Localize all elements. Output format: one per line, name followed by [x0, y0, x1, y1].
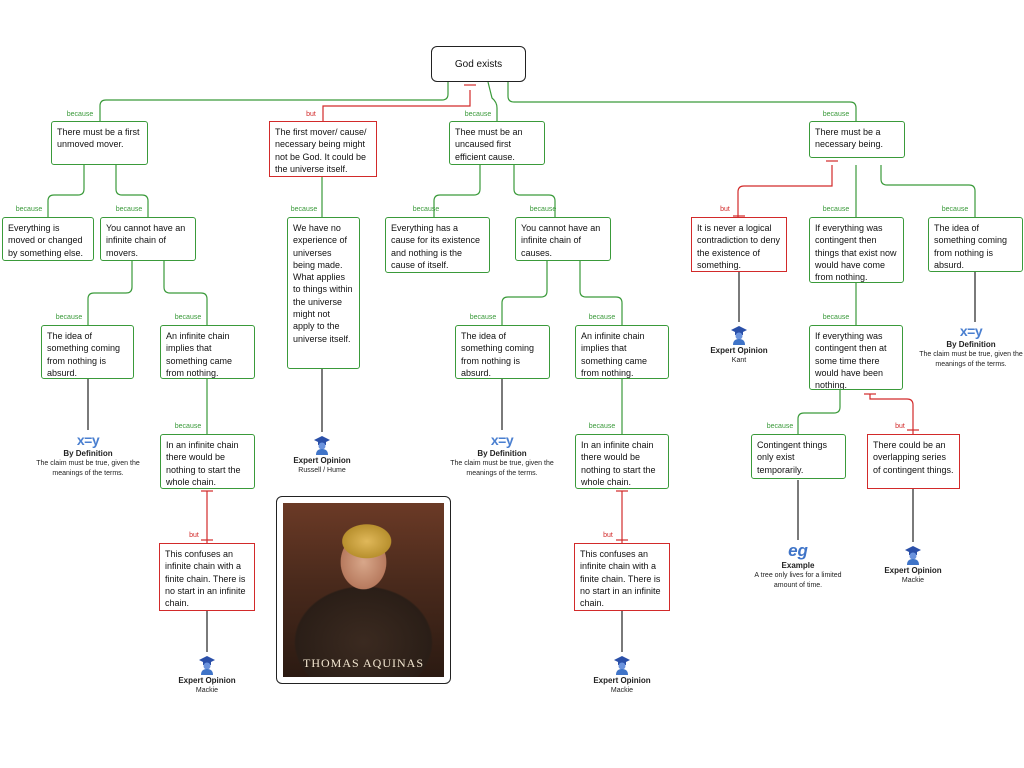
link-label-because: because: [174, 423, 202, 430]
basis-title: By Definition: [946, 340, 996, 349]
link-label-because: because: [529, 206, 557, 213]
basis-by-definition: x=y By Definition The claim must be true…: [447, 432, 557, 478]
link-label-because: because: [174, 314, 202, 321]
basis-expert-opinion: Expert Opinion Mackie: [567, 655, 677, 696]
portrait-image[interactable]: THOMAS AQUINAS: [276, 496, 451, 684]
reason-time-of-nothing[interactable]: If everything was contingent then at som…: [809, 325, 903, 390]
reason-nothing-absurd[interactable]: The idea of something coming from nothin…: [455, 325, 550, 379]
reason-uncaused-cause[interactable]: Thee must be an uncaused first efficient…: [449, 121, 545, 165]
definition-icon: x=y: [76, 432, 100, 448]
basis-title: Expert Opinion: [593, 676, 651, 685]
reason-contingent-temporary[interactable]: Contingent things only exist temporarily…: [751, 434, 846, 479]
expert-icon: [199, 656, 215, 675]
reason-infinite-implies-nothing[interactable]: An infinite chain implies that something…: [575, 325, 669, 379]
reason-nothing-absurd[interactable]: The idea of something coming from nothin…: [928, 217, 1023, 272]
basis-subtitle: A tree only lives for a limited amount o…: [754, 572, 842, 589]
reason-contingent-from-nothing[interactable]: If everything was contingent then things…: [809, 217, 904, 283]
basis-subtitle: Mackie: [195, 687, 219, 694]
link-label-because: because: [464, 111, 492, 118]
portrait-caption: THOMAS AQUINAS: [302, 656, 424, 670]
reason-everything-moved[interactable]: Everything is moved or changed by someth…: [2, 217, 94, 261]
link-label-because: because: [66, 111, 94, 118]
reason-nothing-to-start[interactable]: In an infinite chain there would be noth…: [575, 434, 669, 489]
basis-subtitle: Mackie: [610, 687, 634, 694]
expert-icon: [905, 546, 921, 565]
basis-example: eg Example A tree only lives for a limit…: [743, 542, 853, 590]
link-label-because: because: [15, 206, 43, 213]
expert-icon: [314, 436, 330, 455]
link-label-but: but: [895, 423, 905, 430]
basis-title: Expert Opinion: [293, 456, 351, 465]
reason-infinite-implies-nothing[interactable]: An infinite chain implies that something…: [160, 325, 255, 379]
example-icon: eg: [788, 541, 808, 560]
basis-expert-opinion: Expert Opinion Mackie: [858, 545, 968, 586]
expert-icon: [731, 326, 747, 345]
link-label-because: because: [822, 111, 850, 118]
claim-root[interactable]: God exists: [431, 46, 526, 82]
reason-nothing-absurd[interactable]: The idea of something coming from nothin…: [41, 325, 134, 379]
link-label-because: because: [941, 206, 969, 213]
basis-title: By Definition: [477, 449, 527, 458]
definition-icon: x=y: [959, 323, 983, 339]
link-label-because: because: [290, 206, 318, 213]
link-label-because: because: [588, 423, 616, 430]
link-label-but: but: [603, 532, 613, 539]
basis-title: Example: [781, 561, 815, 570]
basis-expert-opinion: Expert Opinion Mackie: [152, 655, 262, 696]
basis-title: Expert Opinion: [178, 676, 236, 685]
basis-subtitle: Kant: [731, 357, 747, 364]
basis-by-definition: x=y By Definition The claim must be true…: [916, 323, 1024, 369]
definition-icon: x=y: [490, 432, 514, 448]
basis-expert-opinion: Expert Opinion Russell / Hume: [267, 435, 377, 476]
link-label-because: because: [822, 314, 850, 321]
basis-expert-opinion: Expert Opinion Kant: [684, 325, 794, 366]
basis-subtitle: The claim must be true, given the meanin…: [36, 460, 140, 477]
link-label-but: but: [189, 532, 199, 539]
basis-title: Expert Opinion: [884, 566, 942, 575]
objection-no-contradiction[interactable]: It is never a logical contradiction to d…: [691, 217, 787, 272]
objection-overlapping-series[interactable]: There could be an overlapping series of …: [867, 434, 960, 489]
basis-subtitle: Mackie: [901, 577, 925, 584]
link-label-because: because: [115, 206, 143, 213]
link-label-but: but: [306, 111, 316, 118]
link-label-but: but: [720, 206, 730, 213]
reason-no-experience-universes[interactable]: We have no experience of universes being…: [287, 217, 360, 369]
reason-nothing-to-start[interactable]: In an infinite chain there would be noth…: [160, 434, 255, 489]
link-label-because: because: [469, 314, 497, 321]
basis-subtitle: The claim must be true, given the meanin…: [919, 351, 1023, 368]
reason-everything-has-cause[interactable]: Everything has a cause for its existence…: [385, 217, 490, 273]
expert-icon: [614, 656, 630, 675]
basis-subtitle: Russell / Hume: [298, 467, 346, 474]
basis-subtitle: The claim must be true, given the meanin…: [450, 460, 554, 477]
link-label-because: because: [766, 423, 794, 430]
link-label-because: because: [55, 314, 83, 321]
link-label-because: because: [822, 206, 850, 213]
portrait-painting: THOMAS AQUINAS: [283, 503, 444, 677]
basis-title: By Definition: [63, 449, 113, 458]
reason-no-infinite-movers[interactable]: You cannot have an infinite chain of mov…: [100, 217, 196, 261]
link-label-because: because: [588, 314, 616, 321]
objection-confuses-chains[interactable]: This confuses an infinite chain with a f…: [574, 543, 670, 611]
basis-title: Expert Opinion: [710, 346, 768, 355]
reason-necessary-being[interactable]: There must be a necessary being.: [809, 121, 905, 158]
basis-by-definition: x=y By Definition The claim must be true…: [33, 432, 143, 478]
link-label-because: because: [412, 206, 440, 213]
reason-unmoved-mover[interactable]: There must be a first unmoved mover.: [51, 121, 148, 165]
objection-mover-not-god[interactable]: The first mover/ cause/ necessary being …: [269, 121, 377, 177]
reason-no-infinite-causes[interactable]: You cannot have an infinite chain of cau…: [515, 217, 611, 261]
objection-confuses-chains[interactable]: This confuses an infinite chain with a f…: [159, 543, 255, 611]
